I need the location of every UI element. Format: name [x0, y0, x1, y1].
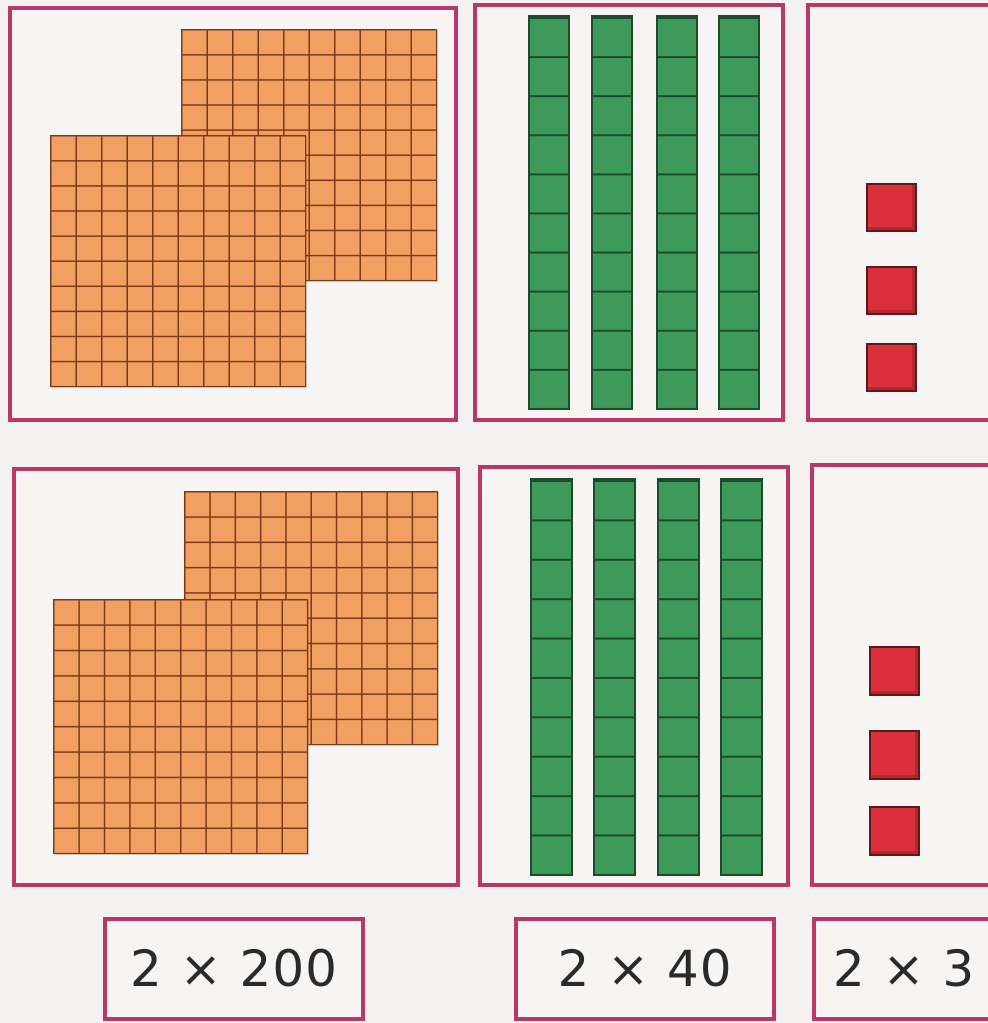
ten-rod	[720, 478, 763, 876]
ten-rod	[656, 15, 698, 410]
ten-rod	[528, 15, 570, 410]
ten-rod	[591, 15, 633, 410]
one-unit	[866, 343, 917, 392]
one-unit	[869, 730, 920, 780]
tens-multiplication-label: 2 × 40	[514, 917, 776, 1021]
one-unit	[869, 806, 920, 856]
hundred-flat-front	[50, 135, 306, 387]
hundreds-multiplication-label: 2 × 200	[103, 917, 365, 1021]
one-unit	[869, 646, 920, 696]
one-unit	[866, 183, 917, 232]
hundred-flat-front	[53, 599, 308, 854]
ten-rod	[657, 478, 700, 876]
ten-rod	[718, 15, 760, 410]
ones-multiplication-label: 2 × 3	[812, 917, 988, 1021]
ten-rod	[530, 478, 573, 876]
ten-rod	[593, 478, 636, 876]
one-unit	[866, 266, 917, 315]
